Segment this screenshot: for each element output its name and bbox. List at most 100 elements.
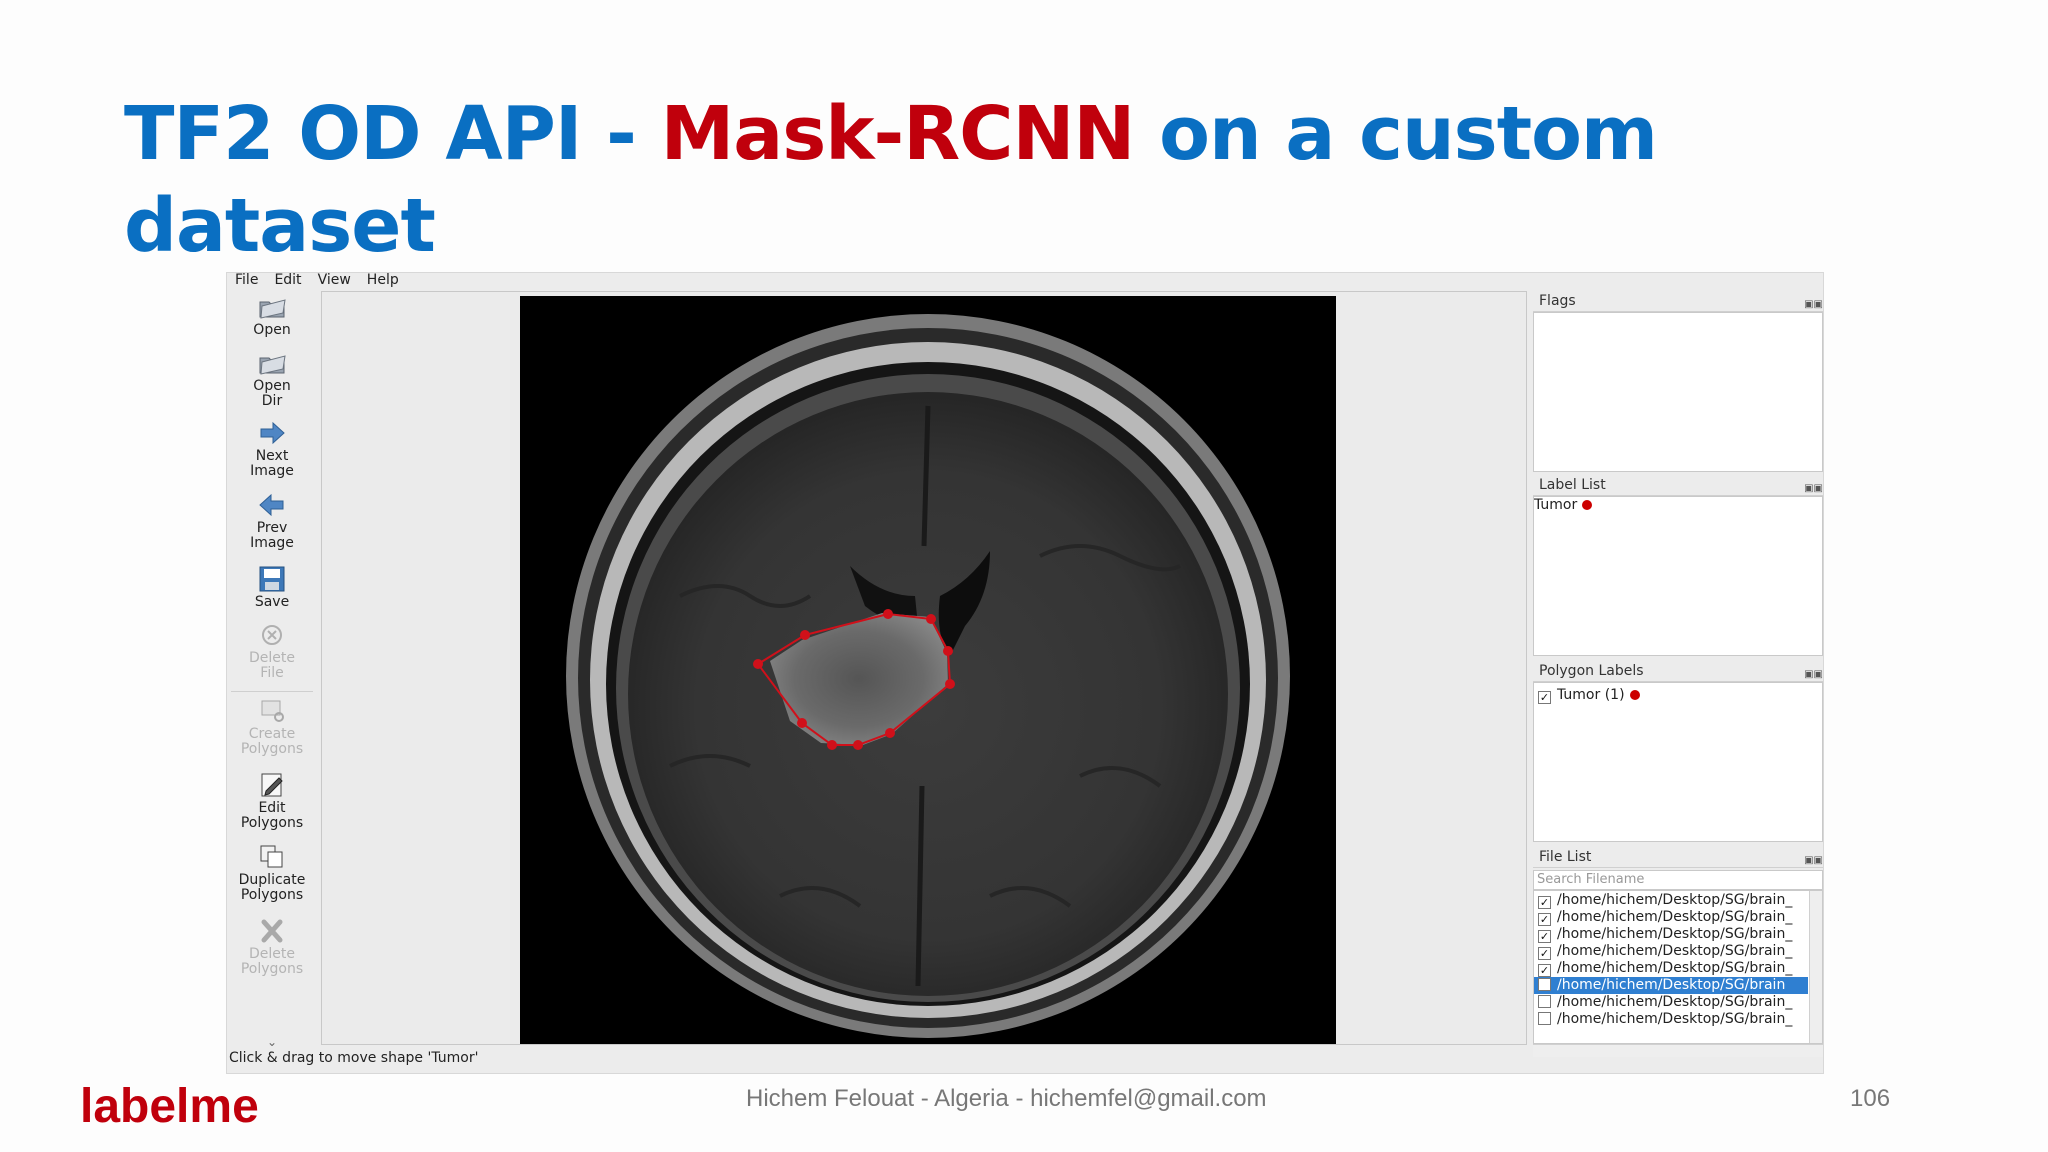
file-checkbox[interactable] <box>1538 978 1551 991</box>
title-accent: Mask-RCNN <box>660 91 1136 177</box>
delete-polygons-label: Delete Polygons <box>240 946 304 977</box>
title-part-1: TF2 OD API - <box>124 91 661 177</box>
file-checkbox[interactable]: ✓ <box>1538 930 1551 943</box>
polygon-labels-dock: Polygon Labels ▣▣ ✓ Tumor (1) <box>1533 661 1823 842</box>
file-path: /home/hichem/Desktop/SG/brain_ <box>1557 892 1793 908</box>
file-list-vertical-scrollbar[interactable] <box>1809 891 1822 1043</box>
label-list-dock: Label List ▣▣ Tumor <box>1533 475 1823 656</box>
arrow-left-icon <box>259 493 284 517</box>
status-bar: Click & drag to move shape 'Tumor' <box>229 1050 479 1066</box>
delete-polygons-button[interactable]: Delete Polygons <box>227 917 317 977</box>
left-toolbar: Open Open Dir Next Image Prev Image Save… <box>227 291 317 1051</box>
file-list-item[interactable]: ✓ /home/hichem/Desktop/SG/brain_ <box>1534 960 1808 977</box>
file-list-title: File List▣▣ <box>1533 847 1823 868</box>
menu-view[interactable]: View <box>317 272 351 288</box>
delete-x-icon <box>261 919 283 943</box>
file-checkbox[interactable]: ✓ <box>1538 896 1551 909</box>
toolbar-expand-chevron-icon[interactable]: ⌄ <box>266 1035 278 1049</box>
dock-buttons-icon[interactable]: ▣▣ <box>1804 483 1823 494</box>
prev-image-button[interactable]: Prev Image <box>227 491 317 551</box>
label-list-title-text: Label List <box>1539 477 1606 493</box>
create-polygons-button[interactable]: Create Polygons <box>227 697 317 757</box>
edit-polygon-icon <box>261 773 283 797</box>
save-label: Save <box>254 594 290 610</box>
open-folder-icon <box>259 299 286 319</box>
file-list-item[interactable]: /home/hichem/Desktop/SG/brain <box>1534 977 1808 994</box>
footer-labelme: labelme <box>80 1080 259 1133</box>
label-list-item[interactable]: Tumor <box>1534 497 1822 514</box>
dock-buttons-icon[interactable]: ▣▣ <box>1804 669 1823 680</box>
polygon-label-checkbox[interactable]: ✓ <box>1538 691 1551 704</box>
polygon-label-text: Tumor (1) <box>1557 687 1625 703</box>
polygon-labels-title-text: Polygon Labels <box>1539 663 1644 679</box>
open-dir-button[interactable]: Open Dir <box>227 349 317 409</box>
polygon-labels-title: Polygon Labels ▣▣ <box>1533 661 1823 682</box>
create-polygons-label: Create Polygons <box>240 726 304 757</box>
next-image-button[interactable]: Next Image <box>227 419 317 479</box>
flags-list[interactable] <box>1533 312 1823 472</box>
menu-bar: File Edit View Help <box>227 273 1823 287</box>
next-image-label: Next Image <box>250 448 294 479</box>
menu-edit[interactable]: Edit <box>274 272 302 288</box>
toolbar-separator <box>231 691 313 692</box>
file-path: /home/hichem/Desktop/SG/brain_ <box>1557 926 1793 942</box>
file-checkbox[interactable]: ✓ <box>1538 964 1551 977</box>
dock-buttons-icon[interactable]: ▣▣ <box>1804 299 1823 310</box>
save-icon <box>259 566 285 592</box>
menu-file[interactable]: File <box>235 272 259 288</box>
save-button[interactable]: Save <box>227 565 317 610</box>
title-part-2: on a custom dataset <box>124 91 1658 269</box>
duplicate-polygons-button[interactable]: Duplicate Polygons <box>227 843 317 903</box>
edit-polygons-button[interactable]: Edit Polygons <box>227 771 317 831</box>
arrow-right-icon <box>260 421 285 445</box>
open-button[interactable]: Open <box>227 293 317 338</box>
label-color-dot <box>1582 500 1593 510</box>
menu-help[interactable]: Help <box>366 272 399 288</box>
label-list-title: Label List ▣▣ <box>1533 475 1823 496</box>
file-list-item[interactable]: ✓/home/hichem/Desktop/SG/brain_ <box>1534 943 1808 960</box>
edit-polygons-label: Edit Polygons <box>240 800 304 831</box>
open-label: Open <box>253 322 291 338</box>
file-list-item[interactable]: ✓ /home/hichem/Desktop/SG/brain_ <box>1534 926 1808 943</box>
footer-author: Hichem Felouat - Algeria - hichemfel@gma… <box>746 1085 1267 1112</box>
file-path: /home/hichem/Desktop/SG/brain_ <box>1557 994 1793 1010</box>
delete-circle-icon <box>262 625 282 645</box>
file-list-item[interactable]: ✓ /home/hichem/Desktop/SG/brain_ <box>1534 892 1808 909</box>
image-canvas-area[interactable] <box>321 291 1527 1045</box>
delete-file-button[interactable]: Delete File <box>227 621 317 681</box>
file-list-item[interactable]: /home/hichem/Desktop/SG/brain_ <box>1534 1011 1808 1028</box>
right-dock-panel: Flags ▣▣ Label List ▣▣ Tumor Polygon Label… <box>1533 291 1823 1059</box>
file-checkbox[interactable]: ✓ <box>1538 947 1551 960</box>
slide-title: TF2 OD API - Mask-RCNN on a custom datas… <box>124 88 1974 272</box>
file-path: /home/hichem/Desktop/SG/brain_ <box>1557 960 1793 976</box>
flags-title: Flags ▣▣ <box>1533 291 1823 312</box>
polygon-labels-list[interactable]: ✓ Tumor (1) <box>1533 682 1823 842</box>
file-list-item[interactable]: /home/hichem/Desktop/SG/brain_ <box>1534 994 1808 1011</box>
file-list[interactable]: ✓ /home/hichem/Desktop/SG/brain_ ✓ /home/hi… <box>1533 890 1823 1044</box>
label-list[interactable]: Tumor <box>1533 496 1823 656</box>
file-list-dock: File List▣▣ Search Filename ✓ /home/hiche… <box>1533 847 1823 1057</box>
page-number: 106 <box>1850 1085 1891 1112</box>
file-checkbox[interactable]: ✓ <box>1538 913 1551 926</box>
file-path: /home/hichem/Desktop/SG/brain <box>1557 977 1786 993</box>
polygon-vertices[interactable] <box>753 609 955 750</box>
duplicate-polygons-label: Duplicate Polygons <box>238 872 306 903</box>
create-polygon-icon <box>261 700 284 722</box>
polygon-label-item[interactable]: ✓ Tumor (1) <box>1534 687 1822 704</box>
search-filename-input[interactable]: Search Filename <box>1533 870 1823 890</box>
mri-image <box>520 296 1336 1044</box>
flags-title-text: Flags <box>1539 293 1576 309</box>
flags-dock: Flags ▣▣ <box>1533 291 1823 472</box>
file-list-item[interactable]: ✓/home/hichem/Desktop/SG/brain_ <box>1534 909 1808 926</box>
delete-file-label: Delete File <box>249 650 295 681</box>
file-list-horizontal-scrollbar[interactable] <box>1533 1044 1823 1057</box>
duplicate-icon <box>260 845 283 868</box>
file-checkbox[interactable] <box>1538 1012 1551 1025</box>
open-dir-label: Open Dir <box>253 378 291 409</box>
label-list-item-text: Tumor <box>1534 497 1578 513</box>
brain-scan-image <box>520 296 1336 1044</box>
labelme-window: File Edit View Help Open Open Dir Next Imag… <box>226 272 1824 1074</box>
file-checkbox[interactable] <box>1538 995 1551 1008</box>
dock-buttons-icon[interactable]: ▣▣ <box>1804 855 1823 866</box>
file-rows: ✓ /home/hichem/Desktop/SG/brain_ ✓ /home/hi… <box>1534 892 1808 1028</box>
